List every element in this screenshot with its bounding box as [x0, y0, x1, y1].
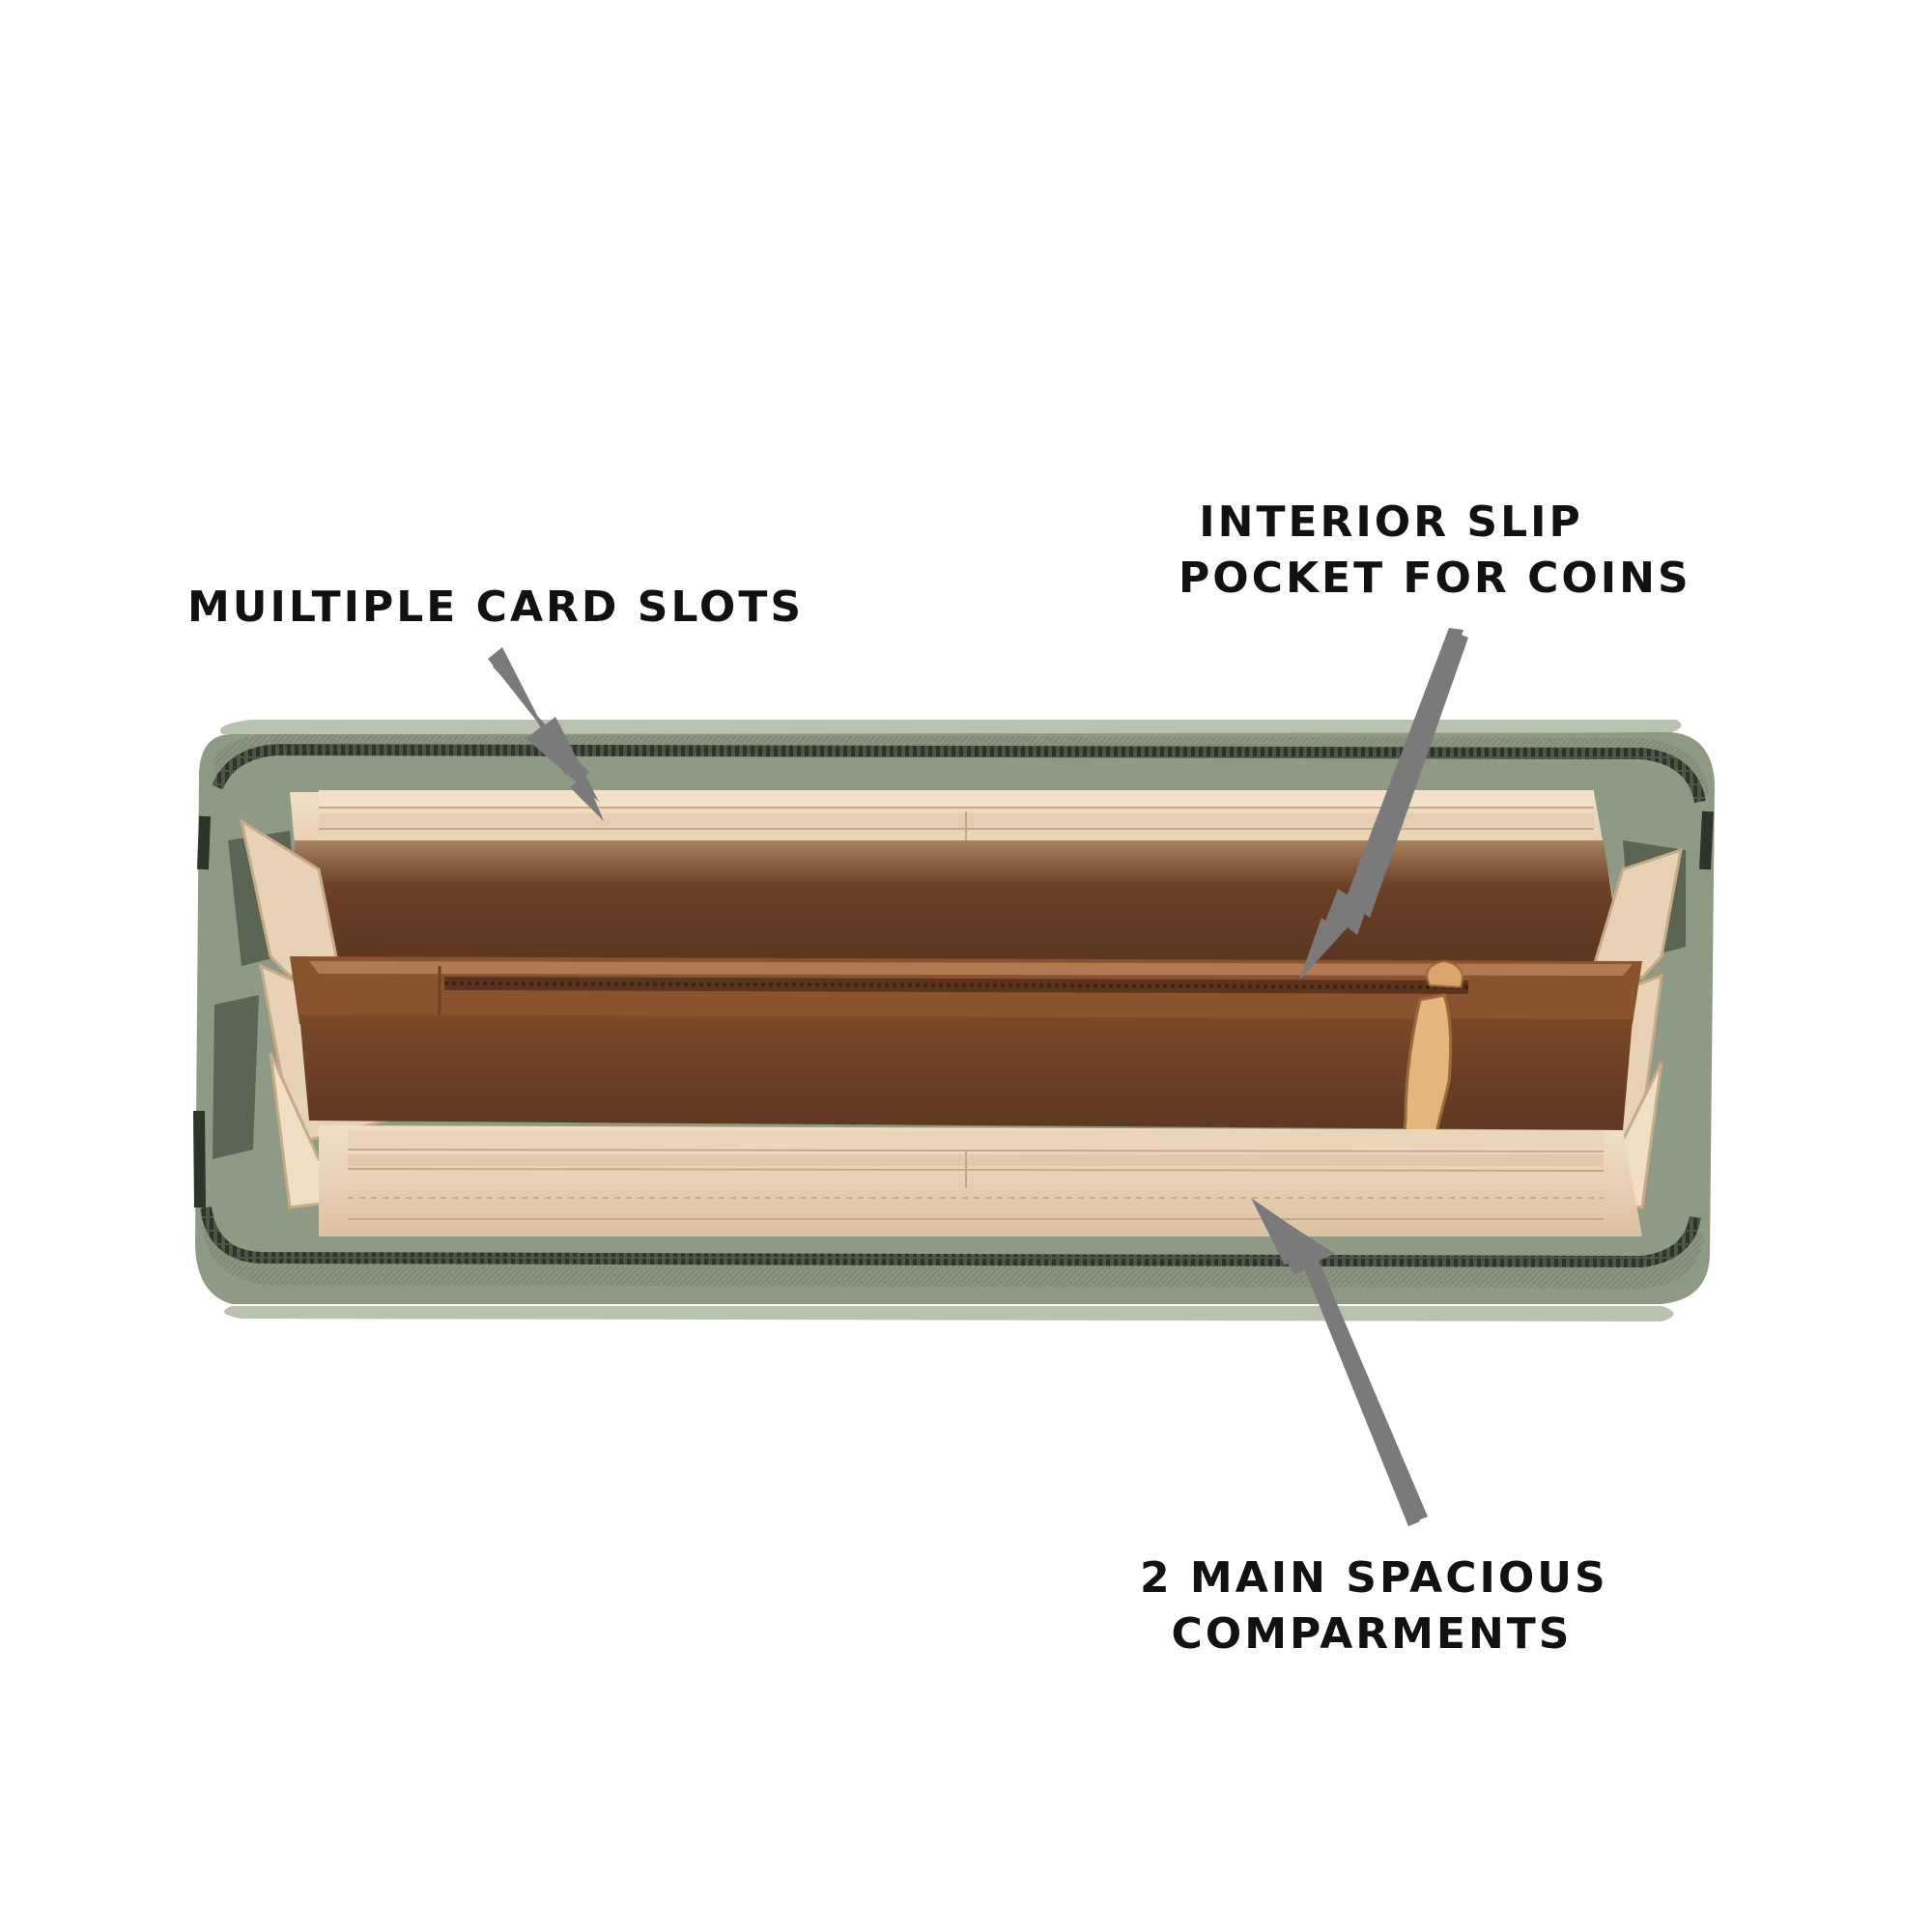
arrow-down-left-icon — [1299, 628, 1463, 980]
arrow-up-left-icon — [1256, 1203, 1428, 1521]
lower-slots-panel — [319, 1125, 1642, 1236]
upper-compartment — [290, 840, 1623, 971]
callout-compartments: 2 MAIN SPACIOUS COMPARMENTS — [1140, 1550, 1608, 1662]
callout-compartments-line-2: COMPARMENTS — [1171, 1609, 1573, 1659]
zipper-pull-icon — [1401, 959, 1463, 1169]
arrow-up-left-icon — [1251, 1198, 1420, 1526]
wallet-lining-lower-left — [213, 995, 259, 1159]
callout-coin-pocket-line-2: POCKET FOR COINS — [1179, 554, 1691, 603]
zipper-track — [193, 743, 1714, 1268]
arrow-down-right-icon — [488, 647, 599, 802]
lower-compartment — [299, 1014, 1633, 1130]
callout-card-slots: MUILTIPLE CARD SLOTS — [187, 580, 804, 636]
callout-compartments-line-1: 2 MAIN SPACIOUS — [1140, 1553, 1608, 1603]
callout-card-slots-text: MUILTIPLE CARD SLOTS — [187, 582, 805, 632]
callout-coin-pocket: INTERIOR SLIP POCKET FOR COINS — [1179, 495, 1691, 607]
callout-coin-pocket-line-1: INTERIOR SLIP — [1199, 497, 1583, 547]
